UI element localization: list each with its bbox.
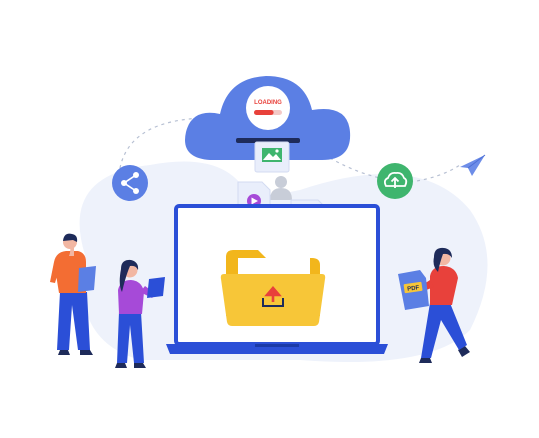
loading-badge	[246, 86, 290, 130]
person-holding-tablet	[50, 233, 96, 355]
image-file-icon	[254, 141, 290, 173]
upload-arrow-icon	[262, 286, 284, 307]
cloud: LOADING	[185, 76, 351, 160]
user-silhouette	[270, 176, 292, 200]
share-icon	[112, 165, 148, 201]
pdf-label: PDF	[407, 285, 420, 293]
loading-progress-fill	[254, 110, 274, 115]
paper-plane-icon	[460, 154, 486, 176]
loading-label: LOADING	[254, 100, 282, 106]
laptop-base	[166, 344, 388, 354]
pdf-file-icon: PDF	[398, 270, 429, 310]
folder-icon	[220, 250, 326, 326]
person-holding-pdf: PDF	[398, 247, 470, 363]
cloud-upload-icon	[377, 163, 413, 199]
person-with-tablet	[115, 259, 165, 368]
